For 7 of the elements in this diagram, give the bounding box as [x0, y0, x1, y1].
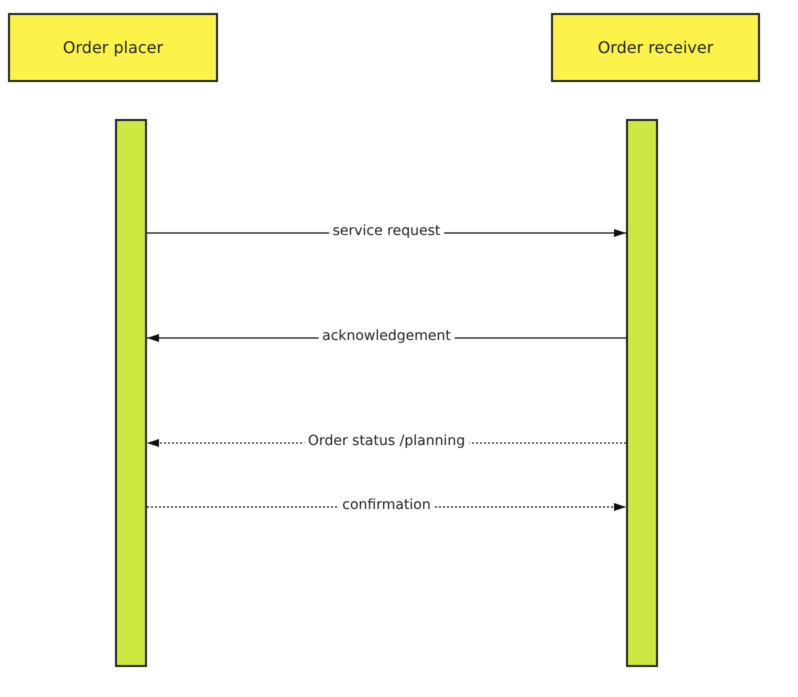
- header-box: Order placer: [8, 13, 218, 82]
- edge-label: service request: [328, 223, 444, 239]
- edge-label: Order status /planning: [304, 433, 470, 449]
- lifeline-bar: [115, 119, 147, 667]
- edge-label: acknowledgement: [318, 328, 455, 344]
- header-box: Order receiver: [551, 13, 760, 82]
- lifeline-bar: [626, 119, 658, 667]
